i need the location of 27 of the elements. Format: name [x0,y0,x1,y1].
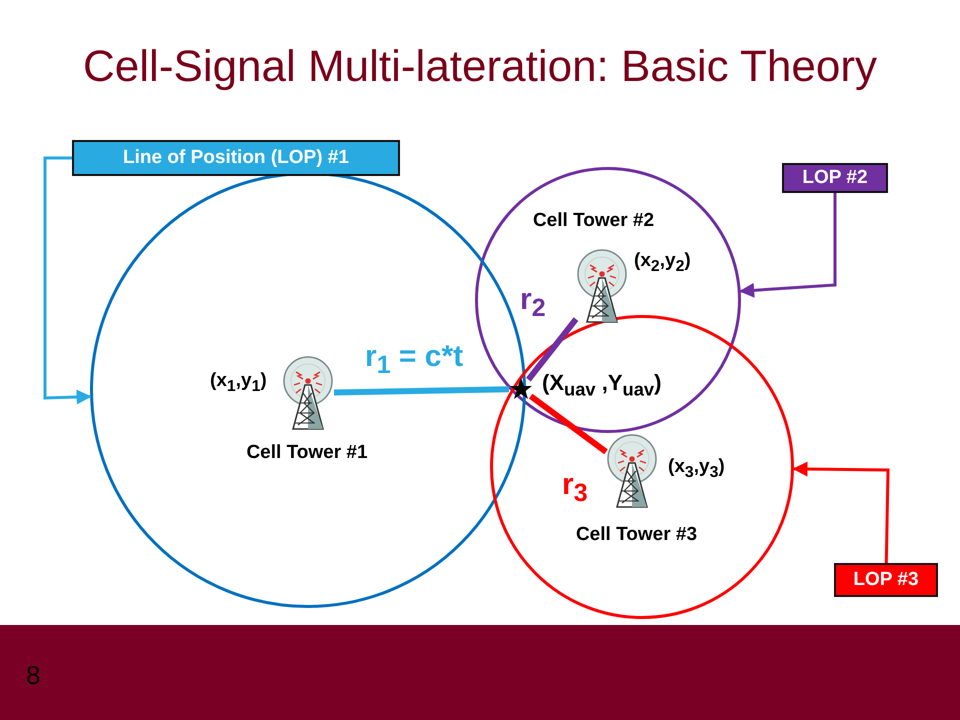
edge-label: r$_{3}$ [562,468,588,508]
arrow [792,462,890,564]
coordinate-label: (x$_{2}$,y$_{2}$) [634,250,691,276]
lop-label-box: LOP #2 [782,163,888,193]
tower-label: Cell Tower #3 [574,523,698,547]
range-circle [475,167,741,433]
page-number: 8 [26,660,40,691]
tower-label: Cell Tower #2 [532,209,656,233]
cell-tower-icon [606,433,658,509]
range-line [526,317,578,382]
arrow [739,193,836,298]
star-marker [509,377,533,401]
cell-tower-icon [282,355,334,431]
coordinate-label: (x$_{3}$,y$_{3}$) [668,456,725,482]
slide-title: Cell-Signal Multi-lateration: Basic Theory [82,42,878,92]
edge-label: r$_{2}$ [520,283,546,323]
edge-label: r$_{1}$ = c*t [365,340,464,380]
range-line [334,386,510,396]
tower-label: Cell Tower #1 [245,441,369,465]
lop-label-box: Line of Position (LOP) #1 [72,140,400,176]
range-line [528,394,608,454]
cell-tower-icon [576,248,628,324]
range-circle [490,315,794,619]
arrow [44,156,92,405]
coordinate-label: (X$_{uav}$ ,Y$_{uav}$) [542,370,662,400]
coordinate-label: (x$_{1}$,y$_{1}$) [210,370,267,396]
lop-label-box: LOP #3 [834,563,938,597]
